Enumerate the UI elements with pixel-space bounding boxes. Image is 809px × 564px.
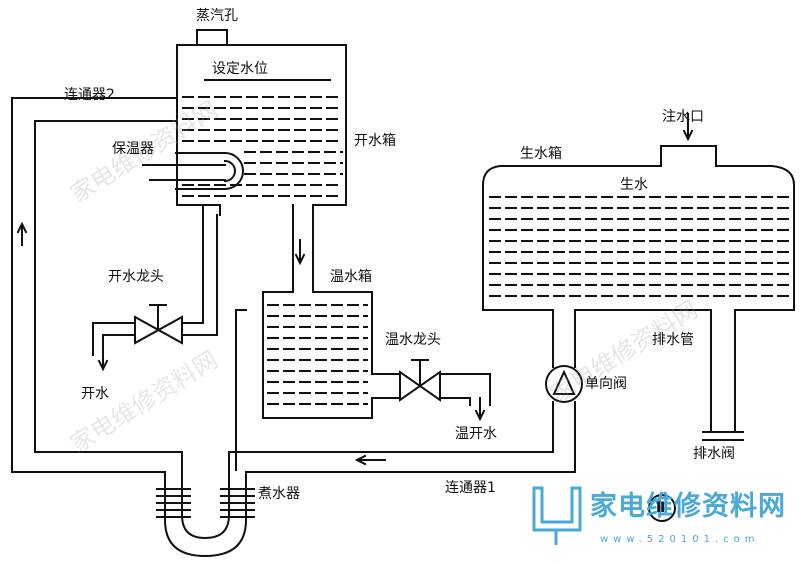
label-boiling-water: 开水 — [81, 386, 109, 402]
watermark-url-text: www.520101.com — [600, 534, 760, 545]
boiler-riser-pipe — [235, 309, 247, 471]
label-connector-1: 连通器1 — [445, 480, 496, 496]
label-warm-tank: 温水箱 — [330, 269, 372, 285]
raw-tank-water — [489, 196, 791, 297]
boiling-tap-valve — [134, 304, 183, 345]
warm-tank-water — [267, 304, 368, 405]
label-set-water-level: 设定水位 — [212, 61, 268, 77]
warm-tap-pipe — [371, 373, 491, 406]
label-water-boiler: 煮水器 — [258, 486, 300, 502]
drain-pipe — [702, 309, 744, 441]
label-drain-valve: 排水阀 — [693, 446, 735, 462]
connector-2-pipe — [11, 97, 183, 487]
raw-water-tank — [482, 145, 795, 311]
water-boiler-tube — [164, 485, 247, 558]
label-warm-tap: 温水龙头 — [385, 332, 441, 348]
label-warm-boiled-water: 温开水 — [455, 426, 497, 442]
warm-water-tank — [262, 291, 373, 419]
label-raw-tank: 生水箱 — [520, 146, 562, 162]
warm-tap-valve — [399, 359, 441, 402]
boiling-tank-water — [182, 96, 343, 197]
label-fill-port: 注水口 — [662, 109, 704, 125]
label-figure-number: Ⅱ — [656, 500, 666, 516]
label-boiling-tank: 开水箱 — [354, 133, 396, 149]
boiler-heating-coils — [156, 488, 255, 518]
check-valve — [545, 365, 583, 403]
watermark-logo — [532, 486, 582, 545]
heat-keeper-element — [142, 151, 244, 191]
label-raw-water: 生水 — [620, 177, 648, 193]
label-connector-2: 连通器2 — [64, 87, 115, 103]
flow-arrows — [16, 113, 694, 466]
figure-number-mark — [648, 494, 676, 522]
label-steam-hole: 蒸汽孔 — [196, 8, 238, 24]
check-valve-pipe — [228, 309, 576, 487]
boiling-to-warm-pipe — [219, 204, 314, 293]
label-boiling-tap: 开水龙头 — [108, 269, 164, 285]
label-heat-keeper: 保温器 — [112, 141, 154, 157]
label-drain-pipe: 排水管 — [652, 332, 694, 348]
label-check-valve: 单向阀 — [585, 376, 627, 392]
watermark-brand-text: 家电维修资料网 — [590, 491, 786, 522]
